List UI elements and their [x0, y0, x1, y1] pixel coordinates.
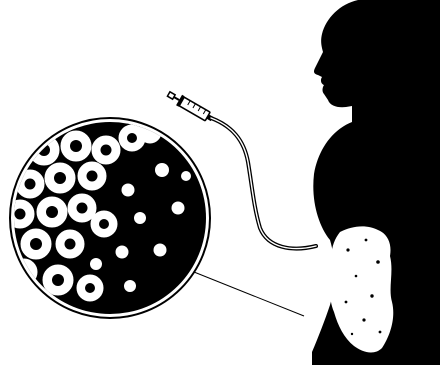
syringe-tube-highlight — [211, 118, 316, 249]
syringe-icon — [166, 89, 215, 124]
syringe-tube — [211, 118, 316, 249]
magnified-view — [6, 118, 210, 318]
pointer-line-lower — [194, 272, 304, 316]
